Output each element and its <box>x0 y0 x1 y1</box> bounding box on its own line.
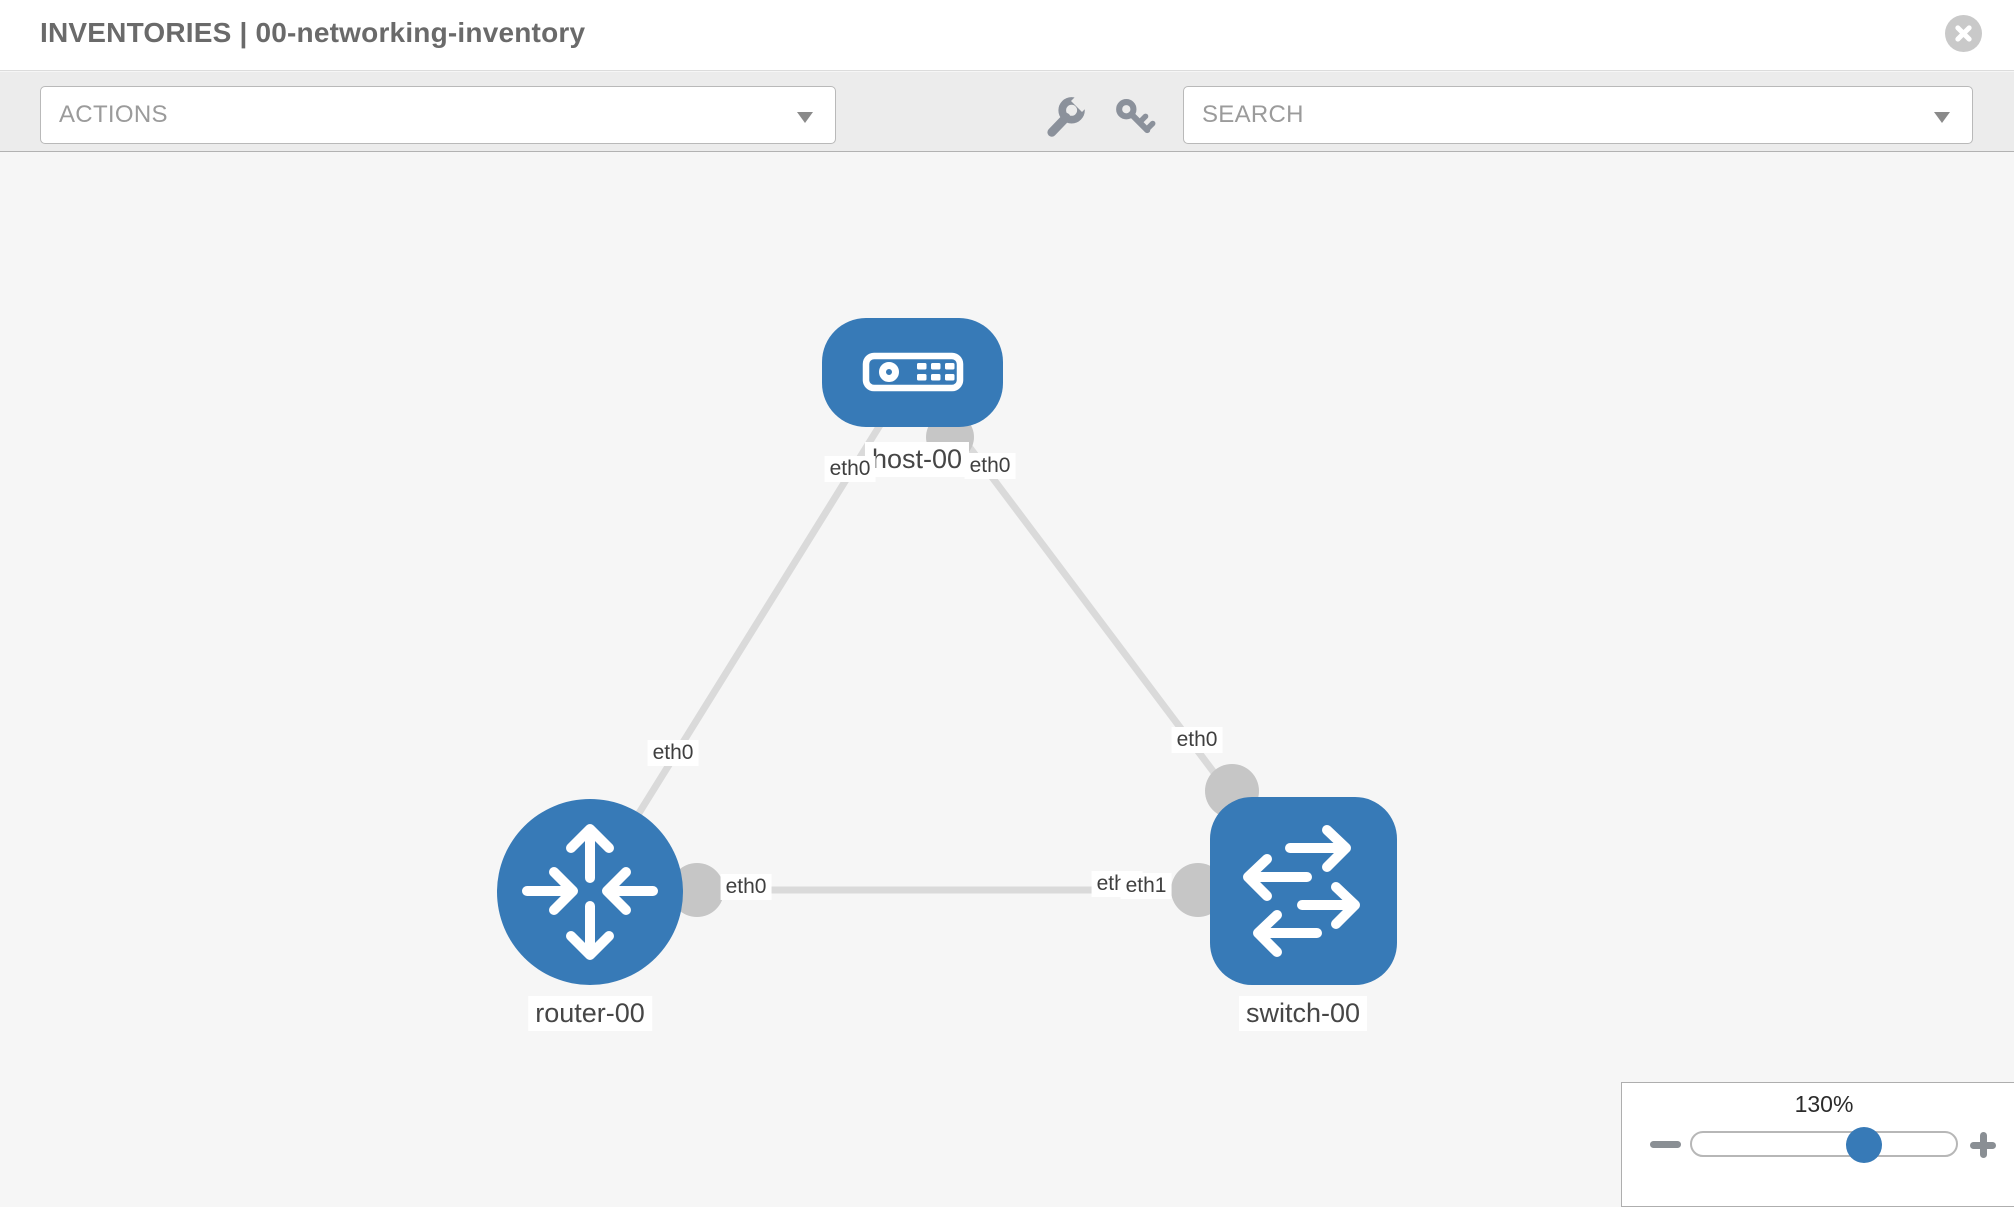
interface-label-switch-eth1: eth1 <box>1120 873 1172 899</box>
port-circle-router <box>670 863 724 917</box>
interface-label-host-left: eth0 <box>824 456 876 482</box>
chevron-down-icon <box>1934 112 1950 123</box>
node-label-host: host-00 <box>864 442 970 477</box>
interface-label-host-right: eth0 <box>964 453 1016 479</box>
plus-icon <box>1980 1132 1987 1158</box>
chevron-down-icon <box>797 112 813 123</box>
actions-dropdown-label: ACTIONS <box>59 101 168 128</box>
router-icon <box>522 824 658 960</box>
node-label-switch: switch-00 <box>1238 996 1368 1031</box>
topology-graph <box>497 318 1397 985</box>
zoom-level-value: 130% <box>1794 1091 1854 1117</box>
host-icon <box>862 352 964 392</box>
wrench-icon[interactable] <box>1043 96 1087 140</box>
toolbar: ACTIONS SEARCH <box>0 72 2014 152</box>
node-router[interactable] <box>497 799 683 985</box>
interface-label-router-uplink: eth0 <box>647 740 699 766</box>
zoom-panel: 130% <box>1621 1082 2014 1207</box>
page-title: INVENTORIES | 00-networking-inventory <box>40 17 586 48</box>
zoom-out-button[interactable] <box>1650 1141 1681 1148</box>
zoom-slider-knob[interactable] <box>1846 1127 1882 1163</box>
search-dropdown[interactable]: SEARCH <box>1183 86 1973 144</box>
actions-dropdown[interactable]: ACTIONS <box>40 86 836 144</box>
switch-icon <box>1243 825 1360 957</box>
close-button[interactable] <box>1945 15 1982 52</box>
node-switch[interactable] <box>1210 797 1397 985</box>
node-host[interactable] <box>822 318 1003 427</box>
topology-canvas[interactable]: host-00 router-00 switch-00 eth0 eth0 et… <box>0 153 2014 1207</box>
key-icon[interactable] <box>1112 96 1156 140</box>
header-bar: INVENTORIES | 00-networking-inventory <box>0 0 2014 71</box>
search-placeholder: SEARCH <box>1202 101 1304 128</box>
node-label-router: router-00 <box>528 996 652 1031</box>
interface-label-switch-uplink: eth0 <box>1171 727 1223 753</box>
interface-label-router-lan: eth0 <box>720 874 772 900</box>
zoom-slider-track[interactable] <box>1690 1131 1958 1157</box>
zoom-in-button[interactable] <box>1970 1132 1996 1158</box>
